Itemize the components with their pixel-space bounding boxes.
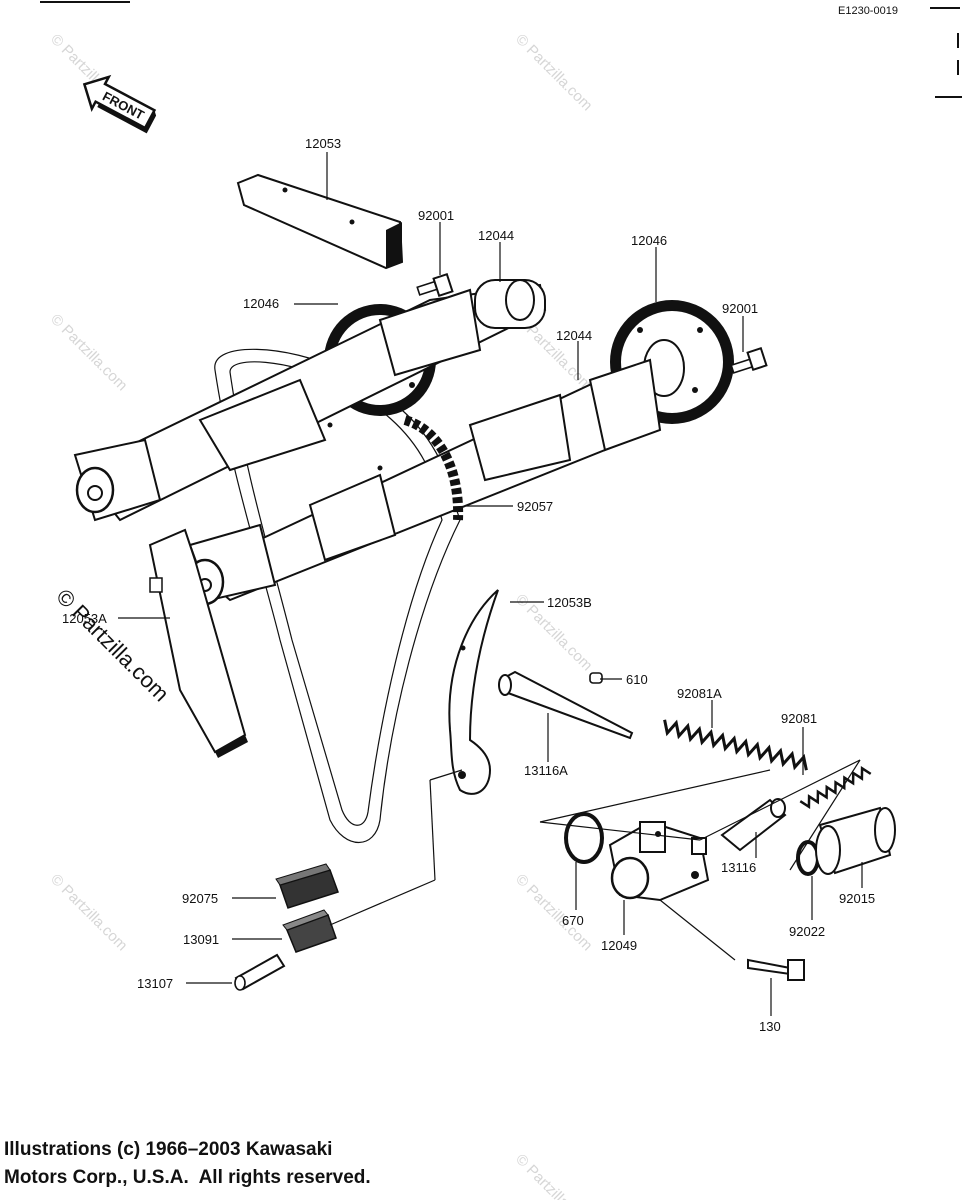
- camshaft-upper: [73, 279, 547, 522]
- holder-13091: [282, 909, 337, 953]
- label-12053A: 12053A: [62, 611, 107, 626]
- camshaft-lower: [185, 358, 662, 606]
- label-92001-a: 92001: [418, 208, 454, 223]
- cap-92015: [815, 806, 896, 875]
- label-12053: 12053: [305, 136, 341, 151]
- rod-13116A: [498, 670, 634, 740]
- label-92001-b: 92001: [722, 301, 758, 316]
- part-labels: 12053 92001 12044 12046 12046 92001 1204…: [62, 136, 875, 1034]
- label-12044-b: 12044: [556, 328, 592, 343]
- spring-92081A: [663, 719, 808, 771]
- plunger-13116: [720, 798, 787, 852]
- block-92075: [275, 863, 339, 909]
- label-13091: 13091: [183, 932, 219, 947]
- label-92075: 92075: [182, 891, 218, 906]
- copyright-line-2: Motors Corp., U.S.A. All rights reserved…: [4, 1167, 371, 1188]
- spring-92081: [799, 766, 872, 810]
- bolt-92001-b: [730, 347, 768, 374]
- label-12053B: 12053B: [547, 595, 592, 610]
- watermark-2: © Partzilla.com: [512, 31, 595, 114]
- ring-92022: [796, 840, 820, 876]
- label-13107: 13107: [137, 976, 173, 991]
- label-92057: 92057: [517, 499, 553, 514]
- tensioner-guide-12053B: [448, 589, 499, 795]
- label-92081: 92081: [781, 711, 817, 726]
- watermark-6: © Partzilla.com: [47, 871, 130, 954]
- exploded-lines: [329, 759, 861, 961]
- label-92022: 92022: [789, 924, 825, 939]
- label-610: 610: [626, 672, 648, 687]
- chain-guide-12053A: [148, 528, 248, 758]
- pin-610: [589, 672, 603, 684]
- label-670: 670: [562, 913, 584, 928]
- label-92015: 92015: [839, 891, 875, 906]
- watermark-3: © Partzilla.com: [47, 311, 130, 394]
- watermark-8: © Partzilla.com: [512, 1151, 595, 1200]
- pin-13107: [234, 953, 286, 991]
- bolt-130: [747, 958, 805, 981]
- bolt-92001-a: [416, 273, 454, 297]
- label-92081A: 92081A: [677, 686, 722, 701]
- copyright-line-1: Illustrations (c) 1966–2003 Kawasaki: [4, 1139, 333, 1160]
- leader-lines: [118, 152, 863, 1016]
- oring-670: [564, 812, 604, 864]
- label-12044-a: 12044: [478, 228, 514, 243]
- upper-chain-guide: [236, 173, 404, 270]
- tensioner-body-12049: [608, 820, 710, 902]
- chain-links: [403, 415, 464, 521]
- front-arrow: FRONT: [82, 74, 157, 134]
- label-12046-b: 12046: [631, 233, 667, 248]
- label-130: 130: [759, 1019, 781, 1034]
- label-13116: 13116: [721, 860, 756, 875]
- ref-code: E1230-0019: [838, 5, 898, 17]
- label-12046-a: 12046: [243, 296, 279, 311]
- watermark-large: © Partzilla.com: [51, 584, 174, 707]
- copyright-notice: Illustrations (c) 1966–2003 Kawasaki Mot…: [4, 1136, 524, 1192]
- label-12049: 12049: [601, 938, 637, 953]
- label-13116A: 13116A: [524, 763, 568, 778]
